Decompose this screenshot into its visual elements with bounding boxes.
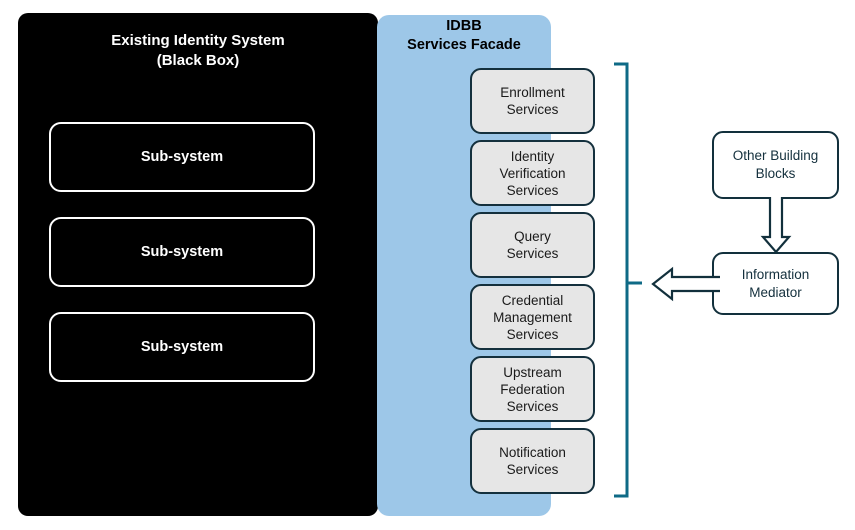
service-box-notification[interactable]: Notification Services bbox=[470, 428, 595, 494]
arrow-left-shape bbox=[651, 266, 720, 302]
services-grouping-bracket bbox=[614, 62, 642, 498]
service-label: Enrollment Services bbox=[500, 85, 565, 117]
information-mediator-label: Information Mediator bbox=[741, 266, 810, 300]
subsystem-box-2[interactable]: Sub-system bbox=[49, 217, 315, 287]
arrow-down-icon bbox=[760, 197, 792, 254]
service-box-identity-verification[interactable]: Identity Verification Services bbox=[470, 140, 595, 206]
service-label: Query Services bbox=[506, 229, 559, 261]
service-box-enrollment[interactable]: Enrollment Services bbox=[470, 68, 595, 134]
service-box-query[interactable]: Query Services bbox=[470, 212, 595, 278]
existing-identity-system-title: Existing Identity System (Black Box) bbox=[111, 32, 285, 69]
subsystem-label: Sub-system bbox=[140, 244, 224, 260]
information-mediator-box[interactable]: Information Mediator bbox=[712, 252, 839, 315]
other-building-blocks-label: Other Building Blocks bbox=[732, 148, 819, 181]
arrow-left-icon bbox=[651, 266, 720, 302]
service-label: Upstream Federation Services bbox=[500, 364, 565, 414]
subsystem-box-1[interactable]: Sub-system bbox=[49, 122, 315, 192]
bracket-outline bbox=[614, 62, 629, 498]
service-label: Notification Services bbox=[499, 445, 566, 477]
other-building-blocks-box[interactable]: Other Building Blocks bbox=[712, 131, 839, 199]
idbb-services-facade-title: IDBB Services Facade bbox=[407, 18, 521, 53]
service-label: Credential Management Services bbox=[493, 292, 572, 342]
subsystem-label: Sub-system bbox=[140, 339, 224, 355]
service-box-upstream-federation[interactable]: Upstream Federation Services bbox=[470, 356, 595, 422]
service-box-credential-management[interactable]: Credential Management Services bbox=[470, 284, 595, 350]
subsystem-label: Sub-system bbox=[140, 149, 224, 165]
subsystem-box-3[interactable]: Sub-system bbox=[49, 312, 315, 382]
arrow-down-shape bbox=[760, 197, 792, 254]
service-label: Identity Verification Services bbox=[499, 148, 566, 198]
